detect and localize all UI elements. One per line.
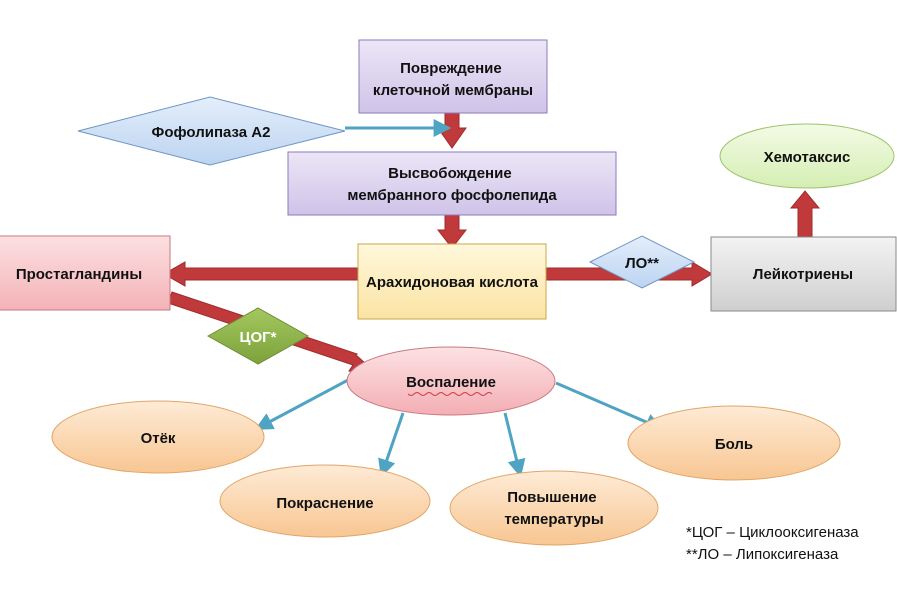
node-arachidonic-acid: Арахидоновая кислота	[357, 243, 547, 320]
node-prostaglandins: Простагландины	[0, 235, 171, 311]
phospholipid-release-line-1: Высвобождение	[388, 165, 512, 182]
arrow-to-pain	[555, 381, 664, 431]
svg-text:Повышение температуры: Повышение температуры	[504, 489, 603, 528]
fever-line-2: температуры	[504, 511, 603, 528]
node-lo: ЛО**	[588, 235, 696, 289]
arrow-up-chemotaxis	[789, 190, 821, 238]
node-edema: Отёк	[51, 400, 265, 474]
membrane-damage-line-1: Повреждение	[400, 60, 502, 77]
node-phospholipid-release: Высвобождение мембранного фосфолепида	[287, 151, 617, 216]
fever-line-1: Повышение	[507, 489, 596, 506]
edema-label: Отёк	[141, 430, 176, 447]
arachidonic-acid-label: Арахидоновая кислота	[366, 274, 539, 291]
pain-label: Боль	[715, 436, 753, 453]
node-redness: Покраснение	[219, 464, 431, 538]
arrow-to-edema	[254, 378, 349, 430]
redness-label: Покраснение	[276, 495, 373, 512]
inflammation-label: Воспаление	[406, 374, 496, 391]
svg-text:Повреждение клеточной ме: Повреждение клеточной мембраны	[373, 60, 533, 99]
arrow-down-1	[437, 112, 467, 149]
node-chemotaxis: Хемотаксис	[719, 123, 895, 189]
lo-label: ЛО**	[625, 255, 659, 272]
node-fever: Повышение температуры	[449, 470, 659, 546]
arrow-left-prostaglandins	[162, 261, 359, 287]
legend-lo: **ЛО – Липоксигеназа	[686, 546, 839, 563]
leukotrienes-label: Лейкотриены	[753, 266, 853, 283]
phospholipase-label: Фофолипаза А2	[152, 124, 271, 141]
legend-cog: *ЦОГ – Циклооксигеназа	[686, 524, 859, 541]
node-membrane-damage: Повреждение клеточной мембраны	[358, 39, 548, 114]
spellcheck-squiggle	[407, 392, 493, 396]
phospholipid-release-line-2: мембранного фосфолепида	[347, 187, 557, 204]
arrow-to-redness	[378, 412, 405, 478]
arrow-down-2	[436, 214, 468, 249]
node-phospholipase: Фофолипаза А2	[77, 96, 346, 166]
membrane-damage-line-2: клеточной мембраны	[373, 82, 533, 99]
node-pain: Боль	[627, 405, 841, 481]
prostaglandins-label: Простагландины	[16, 266, 142, 283]
node-cog: ЦОГ*	[206, 307, 310, 365]
node-leukotrienes: Лейкотриены	[710, 236, 897, 312]
node-inflammation: Воспаление	[346, 346, 556, 416]
arrow-to-fever	[503, 412, 526, 478]
cog-label: ЦОГ*	[240, 329, 277, 346]
chemotaxis-label: Хемотаксис	[764, 149, 851, 166]
svg-text:Высвобождение мембранног: Высвобождение мембранного фосфолепида	[347, 165, 557, 204]
